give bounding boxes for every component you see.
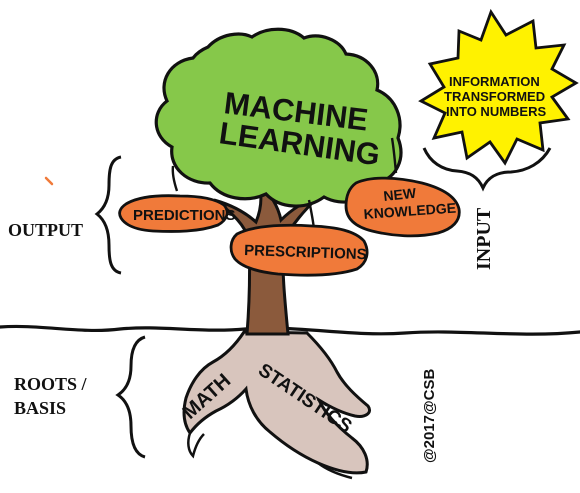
fruit-new-knowledge-label-line2: KNOWLEDGE: [363, 200, 456, 222]
input-burst-line2: TRANSFORMED: [444, 89, 545, 104]
tree-canopy: [154, 27, 403, 208]
output-brace: [94, 155, 122, 275]
root-tip-right: [317, 462, 353, 480]
root-tip-left: [187, 432, 205, 459]
fruit-prescriptions-label: PRESCRIPTIONS: [244, 242, 367, 263]
input-label: INPUT: [473, 207, 495, 270]
fruit-prescriptions-shape: [229, 223, 369, 277]
fruit-new-knowledge-shape: [344, 176, 461, 238]
input-brace: [422, 147, 552, 192]
fruit-predictions-shape: [118, 194, 229, 233]
fruit-predictions-label: PREDICTIONS: [133, 207, 236, 224]
credit-text: @2017@CSB: [421, 369, 438, 463]
output-label: OUTPUT: [8, 220, 83, 240]
roots-label-line2: BASIS: [14, 398, 66, 418]
fruit-new-knowledge-label-line1: NEW: [383, 185, 418, 204]
input-burst-line1: INFORMATION: [449, 74, 540, 89]
roots-label-line1: ROOTS /: [14, 374, 88, 394]
input-burst-line3: INTO NUMBERS: [446, 104, 546, 119]
connector-new-knowledge: [390, 137, 398, 174]
stray-orange-mark: [44, 176, 54, 186]
roots-brace: [115, 335, 146, 459]
input-burst-shape: [418, 8, 579, 166]
connector-predictions: [171, 165, 179, 192]
